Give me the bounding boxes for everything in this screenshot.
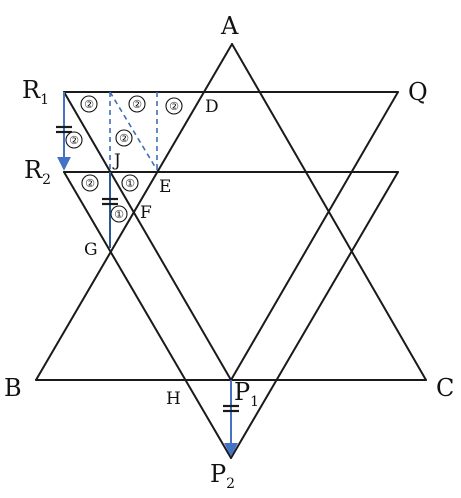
svg-text:②: ② — [132, 98, 142, 111]
side-top-right-p2 — [230, 171, 399, 459]
svg-text:②: ② — [85, 177, 95, 190]
label-a: A — [220, 12, 239, 40]
ratio-mark-top-mid: ② — [128, 95, 146, 113]
side-r1p1 — [63, 91, 232, 381]
ratio-mark-je: ① — [121, 174, 139, 192]
label-d: D — [205, 97, 219, 117]
ratio-mark-diag: ② — [115, 129, 133, 147]
label-e: E — [159, 177, 171, 197]
label-r2: R2 — [24, 156, 51, 188]
svg-text:②: ② — [84, 98, 94, 111]
svg-text:②: ② — [169, 100, 179, 113]
label-h: H — [166, 389, 181, 409]
ratio-mark-r1j-upper: ② — [80, 95, 98, 113]
side-qp1 — [230, 91, 399, 381]
label-j: J — [112, 151, 121, 171]
label-g: G — [84, 240, 98, 260]
svg-text:②: ② — [119, 132, 129, 145]
label-b: B — [4, 374, 22, 402]
dash-diagonal — [109, 91, 158, 171]
label-p2: P2 — [210, 460, 235, 492]
label-p1: P1 — [234, 378, 259, 410]
label-f: F — [140, 203, 152, 223]
ratio-mark-jf: ① — [110, 205, 128, 223]
label-c: C — [436, 374, 454, 402]
side-r2p2 — [63, 171, 232, 459]
ratio-mark-r2j: ② — [81, 174, 99, 192]
svg-text:②: ② — [69, 134, 79, 147]
ratio-mark-r1r2: ② — [65, 131, 83, 149]
svg-text:①: ① — [125, 177, 135, 190]
svg-text:①: ① — [114, 208, 124, 221]
label-q: Q — [408, 78, 428, 106]
label-r1: R1 — [22, 76, 49, 108]
ratio-mark-top-right: ② — [165, 97, 183, 115]
